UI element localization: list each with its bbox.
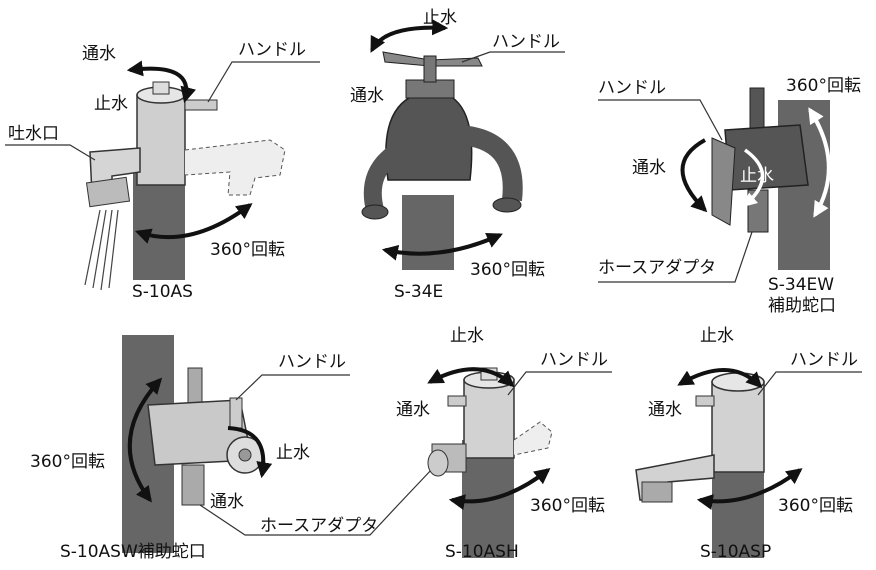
s10asp-rotate-label: 360°回転 [778, 496, 853, 516]
s10as-rotate-label: 360°回転 [210, 240, 285, 260]
s10as-spout-label: 吐水口 [8, 124, 59, 144]
s34ew-hose-adapter-label: ホースアダプタ [598, 258, 717, 278]
s10as-handle-label: ハンドル [238, 40, 306, 60]
s34e-handle-label: ハンドル [492, 32, 560, 52]
s34e-model-label: S-34E [394, 282, 444, 302]
faucet-s10asp [635, 368, 862, 558]
s10ash-model-label: S-10ASH [445, 542, 519, 562]
faucet-s34ew [598, 87, 831, 283]
faucet-s34e [361, 19, 565, 270]
s10asp-flow-label: 通水 [648, 400, 682, 420]
s10as-stop-label: 止水 [94, 94, 128, 114]
faucet-s10as [5, 60, 320, 291]
s34ew-handle-label: ハンドル [598, 78, 666, 98]
s10asp-model-label: S-10ASP [700, 542, 772, 562]
s10asp-handle-label: ハンドル [790, 350, 858, 370]
s34ew-rotate-label: 360°回転 [786, 76, 861, 96]
s10ash-handle-label: ハンドル [540, 350, 608, 370]
s10asw-stop-label: 止水 [276, 443, 310, 463]
water-stream [84, 209, 119, 291]
s10asw-flow-label: 通水 [210, 492, 244, 512]
s10as-flow-label: 通水 [82, 44, 116, 64]
s34e-stop-label: 止水 [423, 8, 457, 28]
s10ash-rotate-label: 360°回転 [530, 496, 605, 516]
s10asw-hose-adapter-label: ホースアダプタ [260, 516, 379, 536]
s10asw-rotate-label: 360°回転 [30, 452, 105, 472]
s34e-rotate-label: 360°回転 [470, 260, 545, 280]
s34ew-model-label: S-34EW [768, 275, 835, 295]
s34ew-sub-label: 補助蛇口 [768, 296, 836, 316]
faucet-s10ash [427, 367, 612, 558]
s10asw-handle-label: ハンドル [278, 352, 346, 372]
s10as-model-label: S-10AS [132, 282, 193, 302]
s10asp-stop-label: 止水 [700, 326, 734, 346]
s34e-flow-label: 通水 [350, 86, 384, 106]
faucet-s10asw [122, 335, 434, 553]
s10ash-stop-label: 止水 [450, 326, 484, 346]
s10asw-model-label: S-10ASW補助蛇口 [60, 542, 206, 562]
s10ash-flow-label: 通水 [396, 400, 430, 420]
s34ew-flow-label: 通水 [632, 158, 666, 178]
s34ew-stop-label: 止水 [740, 166, 774, 186]
